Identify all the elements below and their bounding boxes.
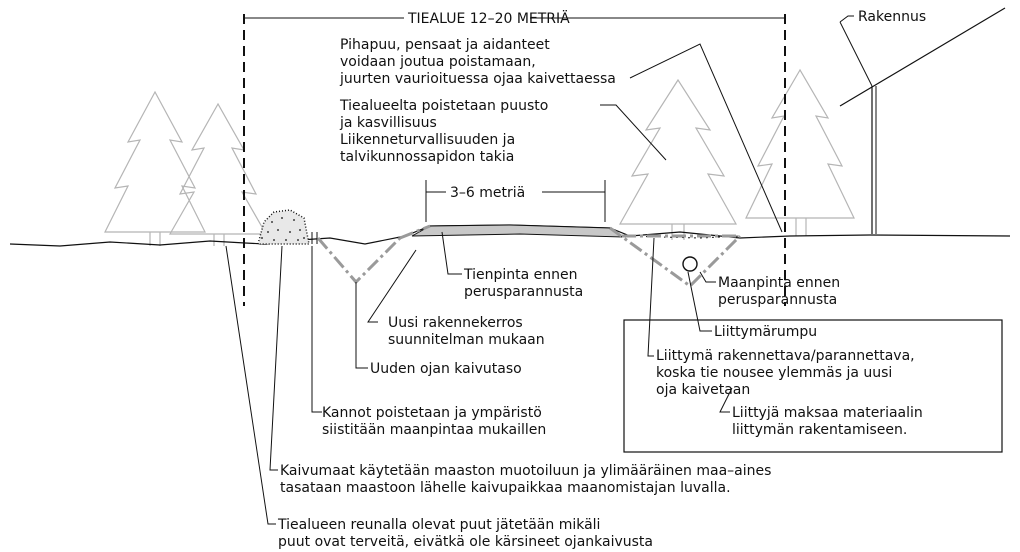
clearing-line-2: ja kasvillisuus <box>339 115 437 131</box>
old-surface-dotted <box>621 235 741 239</box>
tree-right-1-icon <box>618 78 738 240</box>
ground-surface-line-2: perusparannusta <box>718 292 837 308</box>
excavated-soil-leader <box>269 245 283 471</box>
edge-trees-line-1: Tiealueen reunalla olevat puut jätetään … <box>277 517 600 533</box>
yard-trees-note: Pihapuu, pensaat ja aidanteet voidaan jo… <box>339 37 616 87</box>
stump-pile-dots <box>261 217 305 241</box>
connector-pays-leader <box>719 387 733 413</box>
connection-leader <box>647 237 655 357</box>
edge-trees-line-2: puut ovat terveitä, eivätkä ole kärsinee… <box>278 534 653 550</box>
connection-line-2: koska tie nousee ylemmäs ja uusi <box>656 365 892 381</box>
stump-pile-icon <box>257 209 310 245</box>
road-area-clearing-note: Tiealueelta poistetaan puusto ja kasvill… <box>339 98 548 165</box>
connection-note-box <box>623 319 1003 453</box>
connection-line-3: oja kaivetaan <box>656 382 750 398</box>
building-leader-line <box>839 21 873 87</box>
new-ditch-level-label: Uuden ojan kaivutaso <box>370 361 522 377</box>
road-area-label: TIEALUE 12–20 METRIÄ <box>407 9 570 27</box>
connection-culvert-label: Liittymärumpu <box>714 324 817 340</box>
yard-trees-leader <box>629 43 783 233</box>
stump-marks <box>311 232 318 244</box>
new-ditch-left <box>316 236 402 285</box>
stumps-line-1: Kannot poistetaan ja ympäristö <box>322 405 542 421</box>
edge-trees-leader <box>225 245 276 525</box>
culvert-leader <box>687 271 712 332</box>
tree-left-1-icon <box>104 90 206 246</box>
clearing-line-4: talvikunnossapidon takia <box>340 149 514 165</box>
new-structure-line-2: suunnitelman mukaan <box>388 332 545 348</box>
stumps-line-2: siistitään maanpintaa mukaillen <box>322 422 546 438</box>
connection-line-1: Liittymä rakennettava/parannettava, <box>656 348 915 364</box>
new-structure-leader <box>367 249 417 323</box>
road-surface-leader <box>441 231 462 275</box>
yard-trees-line-1: Pihapuu, pensaat ja aidanteet <box>340 37 550 53</box>
new-ditch-right <box>609 226 742 288</box>
connector-pays-line-1: Liittyjä maksaa materiaalin <box>732 405 923 421</box>
connector-pays-line-2: liittymän rakentamiseen. <box>732 422 907 438</box>
yard-trees-line-2: voidaan joutua poistamaan, <box>340 54 536 70</box>
clearing-line-3: Liikenneturvallisuuden ja <box>340 132 515 148</box>
stumps-leader <box>311 246 322 413</box>
new-ditch-leader <box>355 282 368 369</box>
building-leader <box>839 15 854 23</box>
yard-trees-line-3: juurten vaurioituessa ojaa kaivettaessa <box>339 71 616 87</box>
excavated-soil-line-1: Kaivumaat käytetään maaston muotoiluun j… <box>280 463 771 479</box>
clearing-leader <box>600 104 667 161</box>
tree-right-2-icon <box>745 68 855 236</box>
road-width-label: 3–6 metriä <box>450 185 525 201</box>
building-icon <box>839 7 1006 234</box>
ground-surface-line-1: Maanpinta ennen <box>718 275 840 291</box>
road-surface-line-2: perusparannusta <box>464 284 583 300</box>
road-surface-fill <box>411 224 624 238</box>
tree-left-2-icon <box>168 102 268 246</box>
building-label: Rakennus <box>858 9 926 25</box>
new-structure-layer-line <box>399 224 431 240</box>
road-surface-line-1: Tienpinta ennen <box>463 267 578 283</box>
new-structure-line-1: Uusi rakennekerros <box>388 315 523 331</box>
clearing-line-1: Tiealueelta poistetaan puusto <box>339 98 548 114</box>
culvert-icon <box>682 256 698 272</box>
excavated-soil-line-2: tasataan maastoon lähelle kaivupaikkaa m… <box>280 480 731 496</box>
ground-surface-leader <box>699 271 716 283</box>
